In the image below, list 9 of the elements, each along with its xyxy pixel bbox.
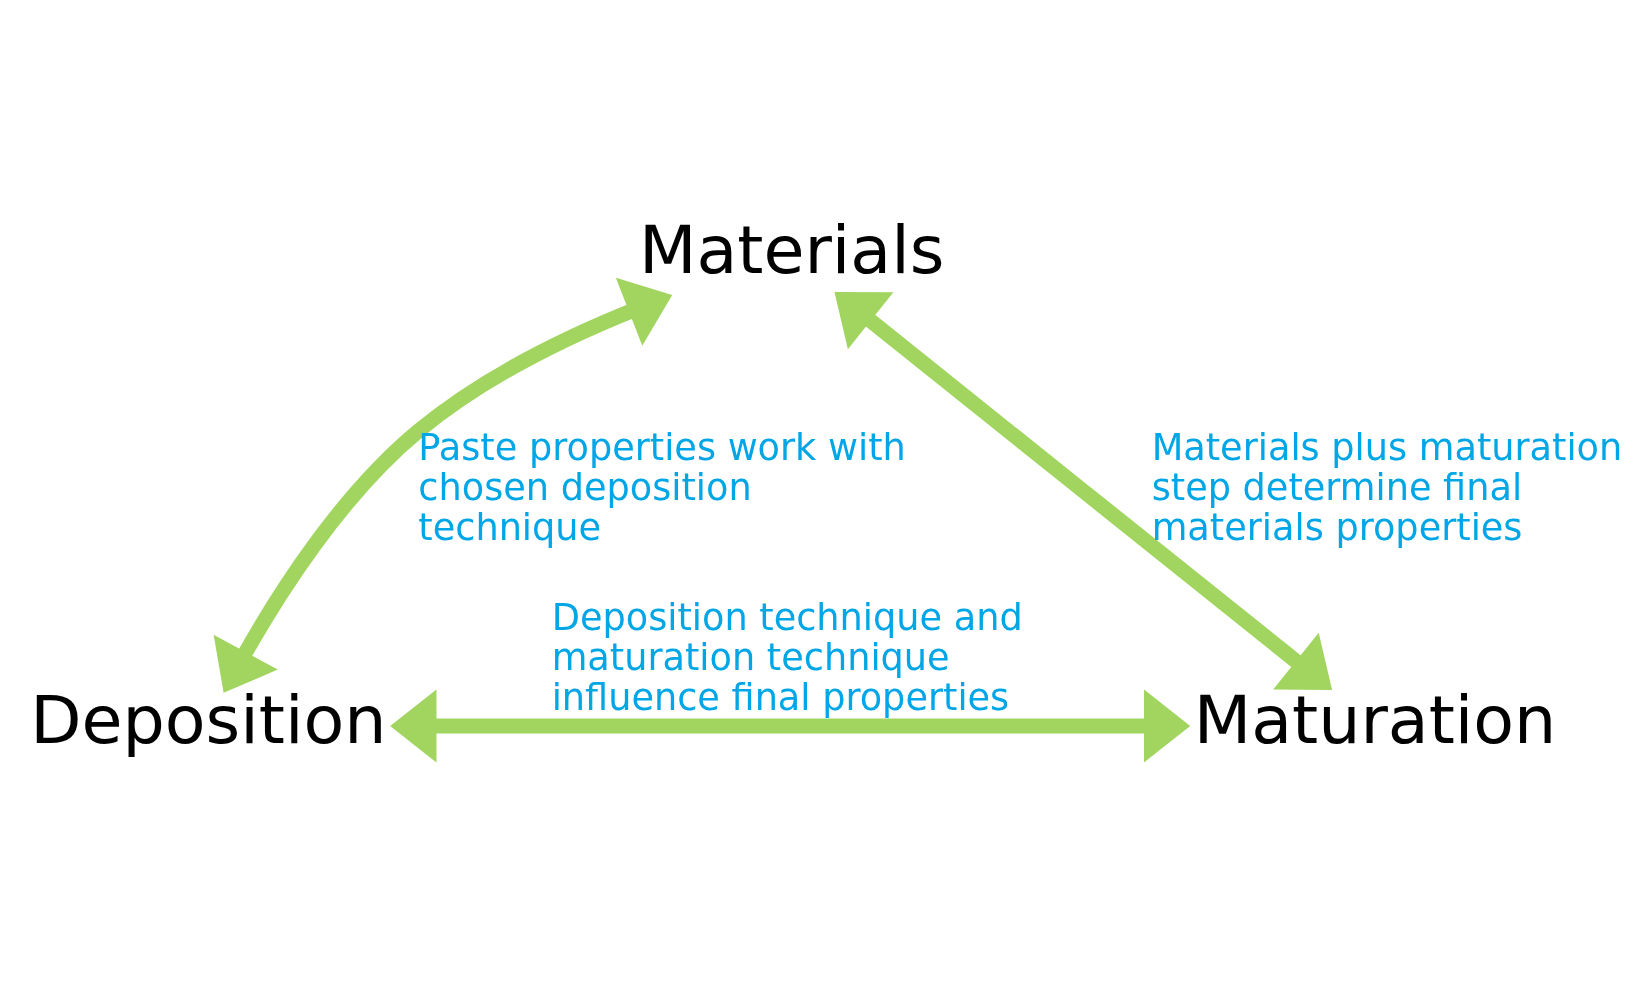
edge-label: Deposition technique and maturation technique influence final properties <box>551 596 1023 720</box>
arrow <box>213 277 673 693</box>
node-text: Materials <box>638 210 945 289</box>
edge-label: Paste properties work with chosen deposition technique <box>418 426 906 550</box>
node-text: Maturation <box>1193 680 1557 759</box>
arrow <box>390 689 1191 763</box>
edge-label: Materials plus maturation step determine final materials properties <box>1151 426 1623 550</box>
node-text: Deposition <box>30 680 387 759</box>
arrow <box>834 291 1333 690</box>
